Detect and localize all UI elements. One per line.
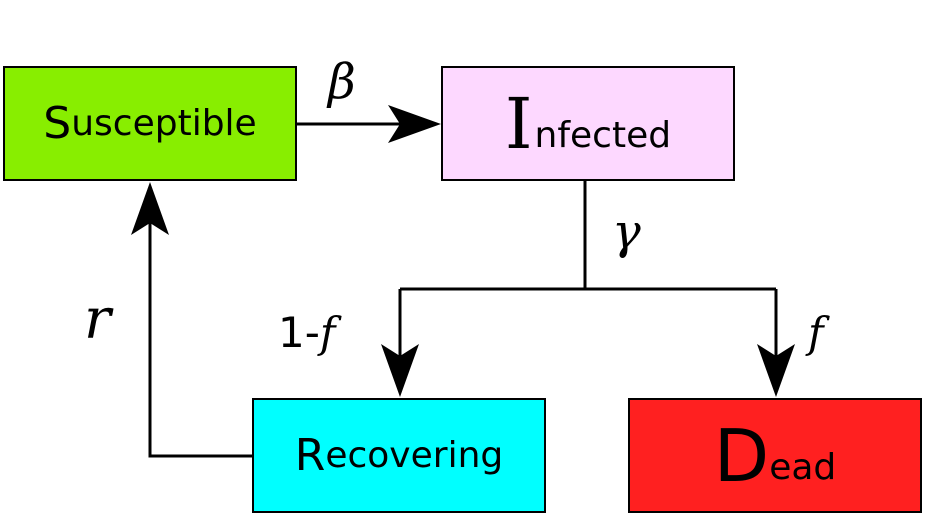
infected-label: nfected [534, 114, 672, 156]
edge-recovering-to-susceptible [148, 196, 252, 458]
susceptible-label: usceptible [71, 102, 257, 144]
r-rate-label: r [84, 287, 111, 352]
dead-label: ead [769, 446, 837, 488]
gamma-rate-label: γ [612, 204, 641, 260]
susceptible-initial: S [43, 97, 72, 149]
one-minus-f-symbol: f [319, 308, 336, 357]
one-minus-f-prefix: 1- [278, 308, 320, 357]
arrowhead-to-dead [757, 344, 795, 397]
arrowhead-to-susceptible [131, 182, 169, 235]
dead-initial: D [713, 413, 770, 498]
infected-initial: I [504, 82, 533, 165]
recovering-initial: R [294, 429, 326, 481]
beta-rate-label: β [328, 54, 356, 110]
arrowhead-to-infected [388, 105, 441, 143]
one-minus-f-rate-label: 1-f [278, 312, 335, 354]
f-rate-label: f [808, 308, 824, 357]
recovering-label: ecovering [325, 434, 504, 476]
arrowhead-to-recovering [381, 344, 419, 397]
